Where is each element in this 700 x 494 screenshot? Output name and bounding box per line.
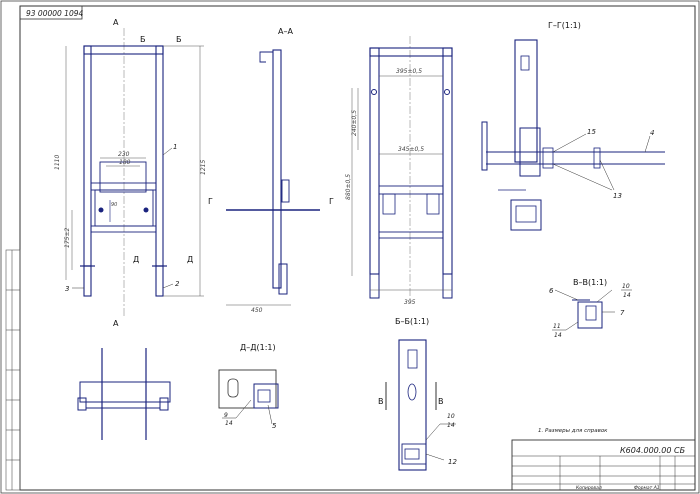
dim-880: 880±0,5 [345, 174, 352, 200]
dim-175: 175±2 [64, 228, 71, 248]
balloon-9: 9 [224, 412, 228, 419]
title-d-d: Д–Д(1:1) [240, 343, 276, 352]
balloon-11: 11 [553, 323, 561, 330]
designation: К604.000.00 СБ [620, 446, 686, 455]
title-a-a: А–А [278, 27, 293, 36]
dim-90: 90 [111, 202, 117, 208]
title-g-g: Г–Г(1:1) [548, 21, 581, 30]
cut-v-left: В [378, 397, 384, 406]
section-d-d: Д–Д(1:1) 9 14 5 [218, 343, 279, 430]
section-g-g: Г–Г(1:1) 15 13 4 [481, 21, 665, 231]
cut-b-right: Б [176, 35, 182, 44]
cut-g-right: Г [329, 197, 334, 206]
dim-395: 395±0,5 [396, 68, 422, 75]
balloon-1: 1 [173, 143, 177, 151]
balloon-4: 4 [650, 129, 654, 137]
dim-1110: 1110 [54, 155, 61, 170]
section-b-b: Б–Б(1:1) В В 10 14 12 [378, 317, 457, 471]
title-b-b: Б–Б(1:1) [395, 317, 429, 326]
stamp-right: Формат А1 [634, 485, 660, 491]
cut-d-right: Д [187, 255, 193, 264]
cut-v-right: В [438, 397, 444, 406]
front-view: 1110 1215 230 180 175±2 90 А А Б Б Д Д 1… [54, 18, 207, 328]
dim-230: 230 [118, 151, 130, 158]
section-v-v: В–В(1:1) 6 10 14 7 11 14 [549, 278, 632, 339]
dim-180: 180 [119, 159, 131, 166]
rear-view: 395±0,5 345±0,5 240±0,5 880±0,5 395 [345, 36, 453, 306]
section-a-a: А–А 450 Г Г [208, 27, 334, 314]
balloon-12: 12 [448, 458, 457, 466]
balloon-5: 5 [272, 422, 277, 430]
title-v-v: В–В(1:1) [573, 278, 607, 287]
doc-code: 93 00000 1094 [26, 9, 83, 18]
dim-1215: 1215 [200, 160, 207, 175]
balloon-6: 6 [549, 287, 554, 295]
cut-d-left: Д [133, 255, 139, 264]
dim-240: 240±0,5 [351, 110, 358, 136]
balloon-14b: 14 [554, 332, 562, 339]
balloon-14d: 14 [447, 422, 455, 429]
cut-g-left: Г [208, 197, 213, 206]
balloon-14c: 14 [225, 420, 233, 427]
balloon-7: 7 [620, 309, 625, 317]
dim-395b: 395 [404, 299, 416, 306]
balloon-3: 3 [65, 285, 69, 293]
dim-345: 345±0,5 [398, 146, 424, 153]
balloon-10b: 10 [447, 413, 455, 420]
dim-450: 450 [251, 307, 263, 314]
balloon-13: 13 [613, 192, 622, 200]
code-box [19, 5, 83, 20]
general-note: 1. Размеры для справок [538, 428, 608, 434]
balloon-2: 2 [175, 280, 180, 288]
balloon-10a: 10 [622, 283, 630, 290]
left-strip [5, 249, 21, 491]
cut-a-top: А [113, 18, 119, 27]
title-block: К604.000.00 СБ Копировал Формат А1 [511, 439, 696, 491]
cut-a-bottom: А [113, 319, 119, 328]
balloon-14a: 14 [623, 292, 631, 299]
inner-frame [19, 5, 696, 491]
cut-b-left: Б [140, 35, 146, 44]
stamp-left: Копировал [576, 485, 602, 491]
plan-view [77, 348, 171, 440]
balloon-15: 15 [587, 128, 596, 136]
